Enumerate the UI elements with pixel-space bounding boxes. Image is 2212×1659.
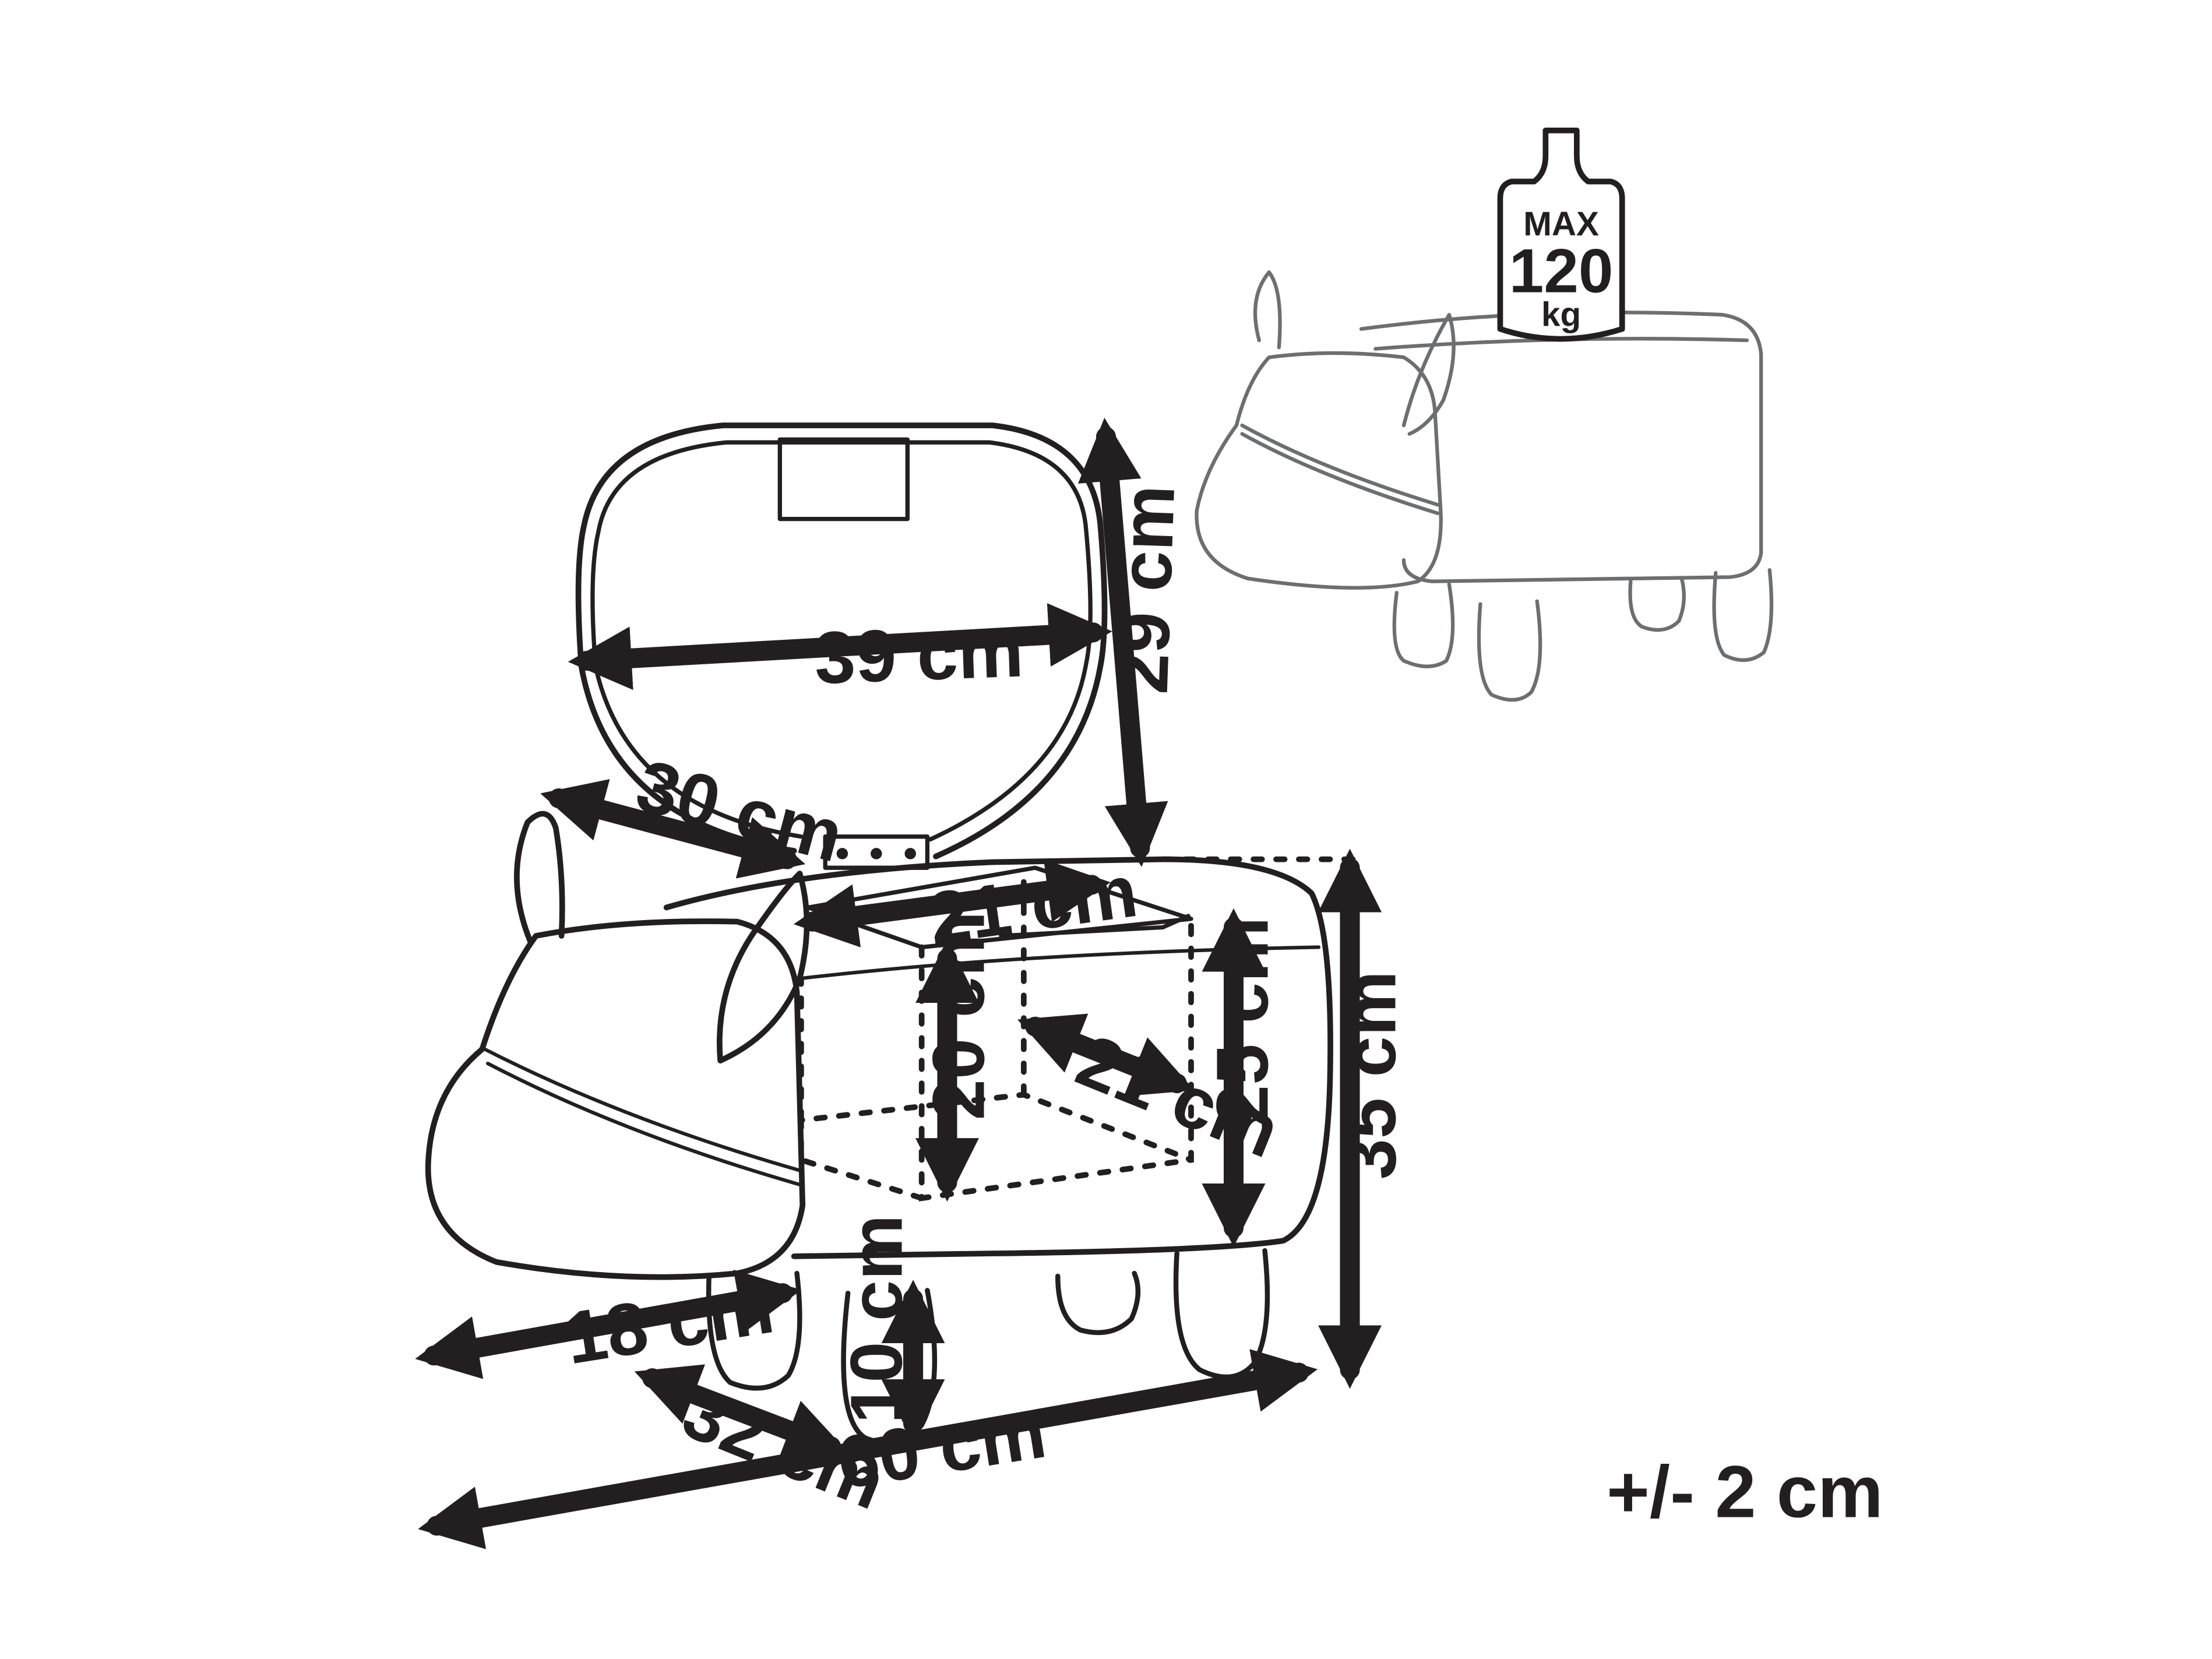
- label-total-height: 35 cm: [1328, 971, 1411, 1180]
- hinge: [823, 834, 930, 870]
- label-lid-height: 29 cm: [1100, 484, 1190, 695]
- label-leg-height: 10 cm: [835, 1214, 918, 1424]
- dim-head-length-line: [415, 1269, 802, 1379]
- label-head-length: 18 cm: [559, 1265, 779, 1379]
- dim-storage-width-line: [793, 859, 1111, 948]
- max-load-weight-icon: MAX 120 kg: [1497, 127, 1625, 342]
- dim-lid-height-line: [1077, 417, 1168, 867]
- label-lid-width: 39 cm: [813, 609, 1024, 699]
- label-storage-height: 20 cm: [917, 911, 1000, 1121]
- label-head-depth: 30 cm: [628, 744, 851, 878]
- max-load-unit: kg: [1541, 296, 1581, 334]
- reference-stool-view: MAX 120 kg: [1195, 127, 1774, 702]
- dimension-lines: [415, 417, 1382, 1549]
- max-load-label: MAX: [1523, 205, 1599, 243]
- dim-total-length-line: [418, 1349, 1318, 1549]
- max-load-value: 120: [1509, 235, 1614, 305]
- dim-head-depth-line: [540, 779, 806, 879]
- dim-storage-depth-line: [1017, 1013, 1195, 1097]
- label-seat-height: 25 cm: [1200, 917, 1283, 1126]
- tolerance-note: +/- 2 cm: [1607, 1450, 1883, 1533]
- dim-lid-width-line: [568, 603, 1112, 691]
